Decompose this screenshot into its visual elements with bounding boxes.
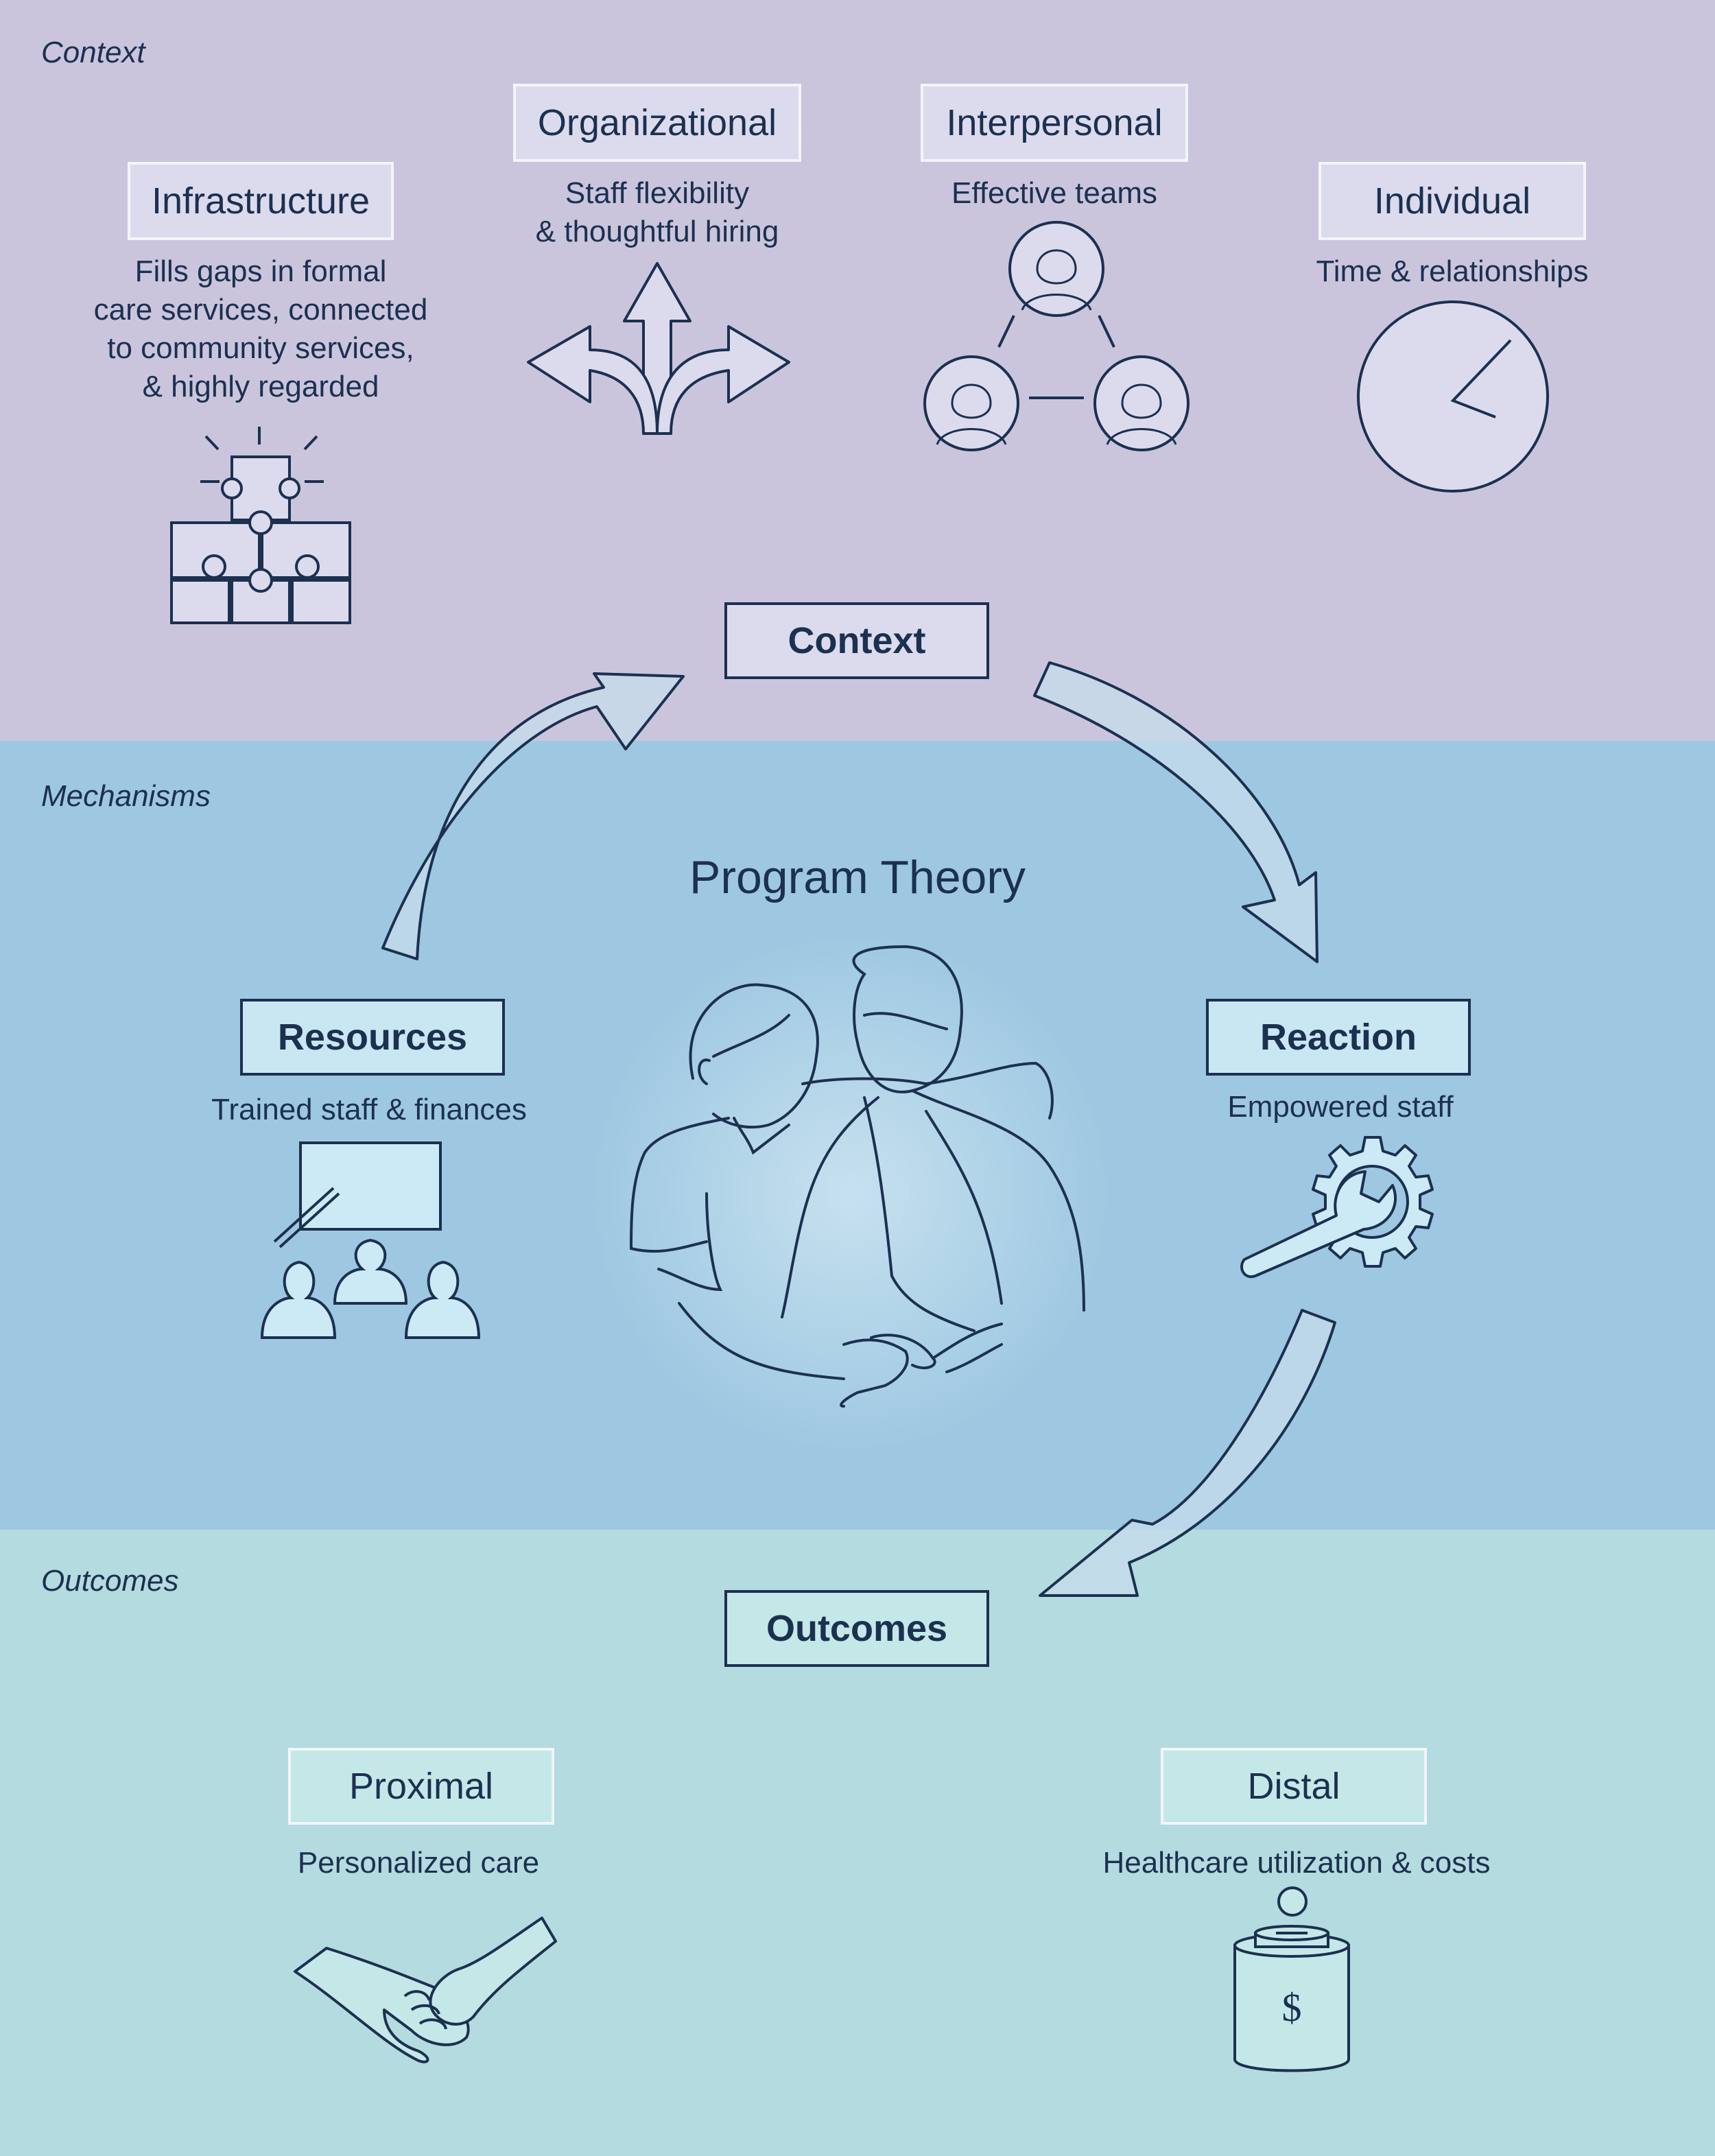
svg-text:$: $: [1282, 1985, 1302, 2030]
caregiver-illustration: [590, 933, 1111, 1454]
diverging-arrows-icon: [527, 262, 790, 435]
arrow-context-to-reaction: [1033, 661, 1318, 963]
individual-desc: Time & relationships: [1316, 254, 1589, 288]
distal-title: Distal: [1247, 1766, 1340, 1807]
resources-label: Resources: [277, 1017, 468, 1058]
handshake-icon: [294, 1917, 557, 2063]
mechanisms-section-label: Mechanisms: [41, 779, 211, 813]
resources-box: Resources: [240, 999, 505, 1076]
individual-box: Individual: [1318, 162, 1586, 240]
cycle-outcomes-box: Outcomes: [724, 1590, 989, 1667]
reaction-label: Reaction: [1259, 1017, 1417, 1058]
clock-icon: [1357, 300, 1549, 493]
cycle-context-label: Context: [788, 620, 926, 661]
proximal-box: Proximal: [288, 1748, 554, 1825]
coin-jar-icon: $: [1233, 1886, 1350, 2072]
team-triangle-icon: [923, 221, 1190, 451]
proximal-desc: Personalized care: [297, 1846, 540, 1880]
interpersonal-title: Interpersonal: [946, 102, 1163, 143]
context-section-label: Context: [41, 36, 145, 69]
reaction-desc: Empowered staff: [1227, 1090, 1454, 1124]
distal-box: Distal: [1161, 1748, 1427, 1825]
puzzle-icon: [170, 427, 351, 624]
organizational-desc: Staff flexibility & thoughtful hiring: [535, 176, 779, 248]
infrastructure-title: Infrastructure: [151, 180, 370, 222]
arrow-reaction-to-outcomes: [1039, 1309, 1336, 1597]
outcomes-section-label: Outcomes: [41, 1564, 179, 1598]
program-theory-title: Program Theory: [689, 851, 1026, 903]
infrastructure-desc: Fills gaps in formal care services, conn…: [93, 254, 428, 403]
interpersonal-box: Interpersonal: [921, 84, 1188, 162]
proximal-title: Proximal: [348, 1766, 494, 1807]
training-presentation-icon: [260, 1141, 481, 1339]
interpersonal-desc: Effective teams: [951, 176, 1157, 210]
organizational-title: Organizational: [537, 102, 777, 143]
cycle-arrows: [381, 661, 1336, 1597]
distal-desc: Healthcare utilization & costs: [1102, 1846, 1491, 1880]
infrastructure-box: Infrastructure: [128, 162, 394, 240]
cycle-context-box: Context: [724, 602, 989, 679]
arrow-resources-to-context: [381, 672, 685, 960]
resources-desc: Trained staff & finances: [211, 1093, 527, 1126]
individual-title: Individual: [1373, 180, 1531, 222]
organizational-box: Organizational: [513, 84, 801, 162]
gear-wrench-icon: [1240, 1136, 1434, 1279]
reaction-box: Reaction: [1206, 999, 1471, 1076]
cycle-outcomes-label: Outcomes: [766, 1608, 948, 1649]
